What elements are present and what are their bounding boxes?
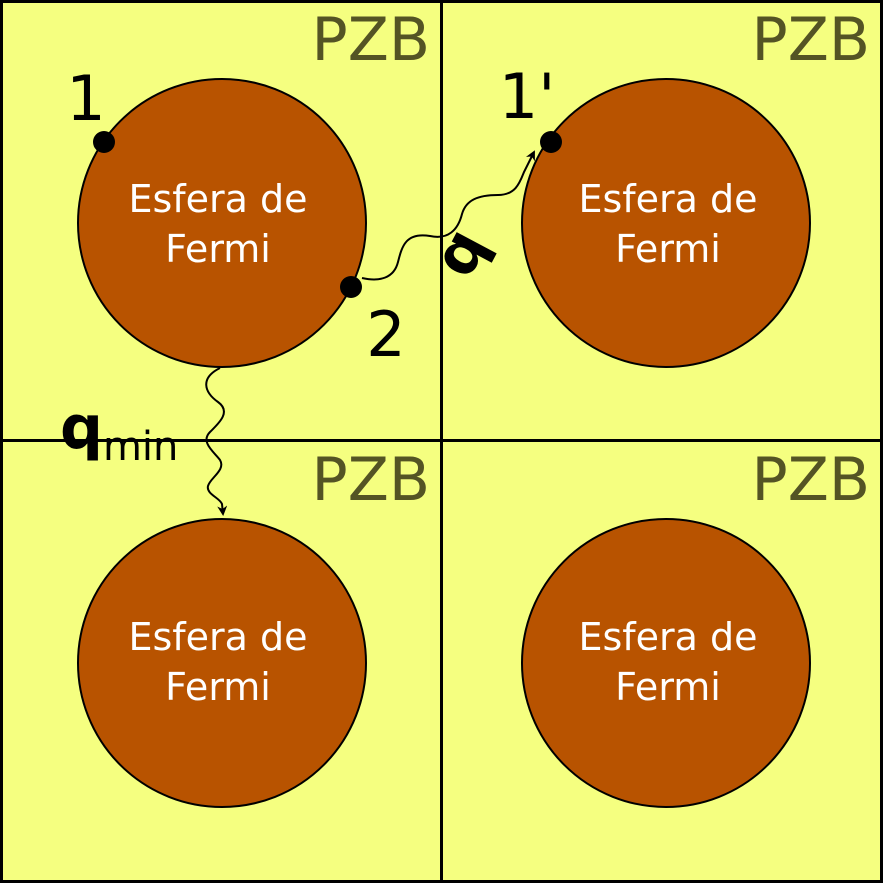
zone-label-bottom-left: PZB — [312, 445, 430, 515]
point-1-marker — [93, 131, 115, 153]
zone-label-bottom-right: PZB — [752, 445, 870, 515]
sphere-label-line2: Fermi — [615, 665, 721, 709]
point-2-label: 2 — [366, 298, 405, 371]
qmin-vector-label: qmin — [60, 393, 178, 470]
sphere-label-line2: Fermi — [165, 227, 271, 271]
point-1prime-label: 1' — [499, 60, 556, 133]
fermi-sphere-top-right: Esfera de Fermi — [521, 78, 811, 368]
q-vector-arrow — [361, 150, 535, 281]
sphere-label-line1: Esfera de — [128, 615, 307, 659]
qmin-vector-arrow — [205, 367, 228, 516]
zone-label-top-right: PZB — [752, 5, 870, 75]
sphere-label-line1: Esfera de — [128, 177, 307, 221]
qmin-main: q — [60, 393, 103, 463]
zone-label-top-left: PZB — [312, 5, 430, 75]
sphere-label-line1: Esfera de — [578, 615, 757, 659]
qmin-subscript: min — [103, 424, 178, 470]
point-2-marker — [340, 276, 362, 298]
point-1prime-marker — [540, 131, 562, 153]
fermi-sphere-top-left: Esfera de Fermi — [77, 78, 367, 368]
point-1-label: 1 — [66, 62, 105, 135]
fermi-sphere-bottom-left: Esfera de Fermi — [77, 518, 367, 808]
sphere-label-line2: Fermi — [615, 227, 721, 271]
sphere-label-line2: Fermi — [165, 665, 271, 709]
sphere-label-line1: Esfera de — [578, 177, 757, 221]
fermi-sphere-bottom-right: Esfera de Fermi — [521, 518, 811, 808]
